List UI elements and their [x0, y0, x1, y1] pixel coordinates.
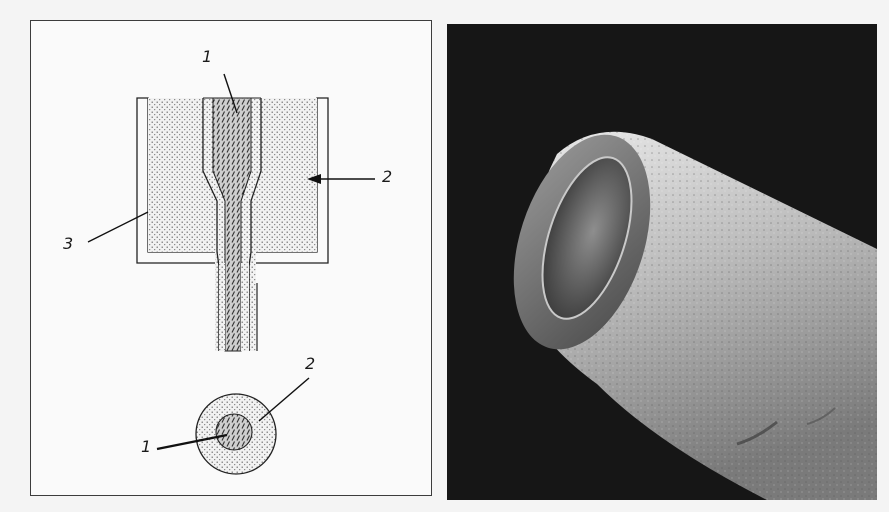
callout-core-top: 1: [202, 49, 212, 65]
fiber-photo: [447, 24, 877, 500]
callout-cladding-lower: 2: [305, 356, 315, 372]
callout-cladding-upper: 2: [382, 169, 392, 185]
crucible-schematic: [31, 21, 433, 497]
cross-section-core: [216, 414, 252, 450]
leader-cladding-lower: [259, 378, 309, 421]
diagram-panel: 1 2 3 2 1: [30, 20, 432, 496]
callout-core-lower: 1: [141, 439, 151, 455]
callout-crucible-wall: 3: [63, 236, 73, 252]
hollow-fiber-image-icon: [447, 24, 877, 500]
